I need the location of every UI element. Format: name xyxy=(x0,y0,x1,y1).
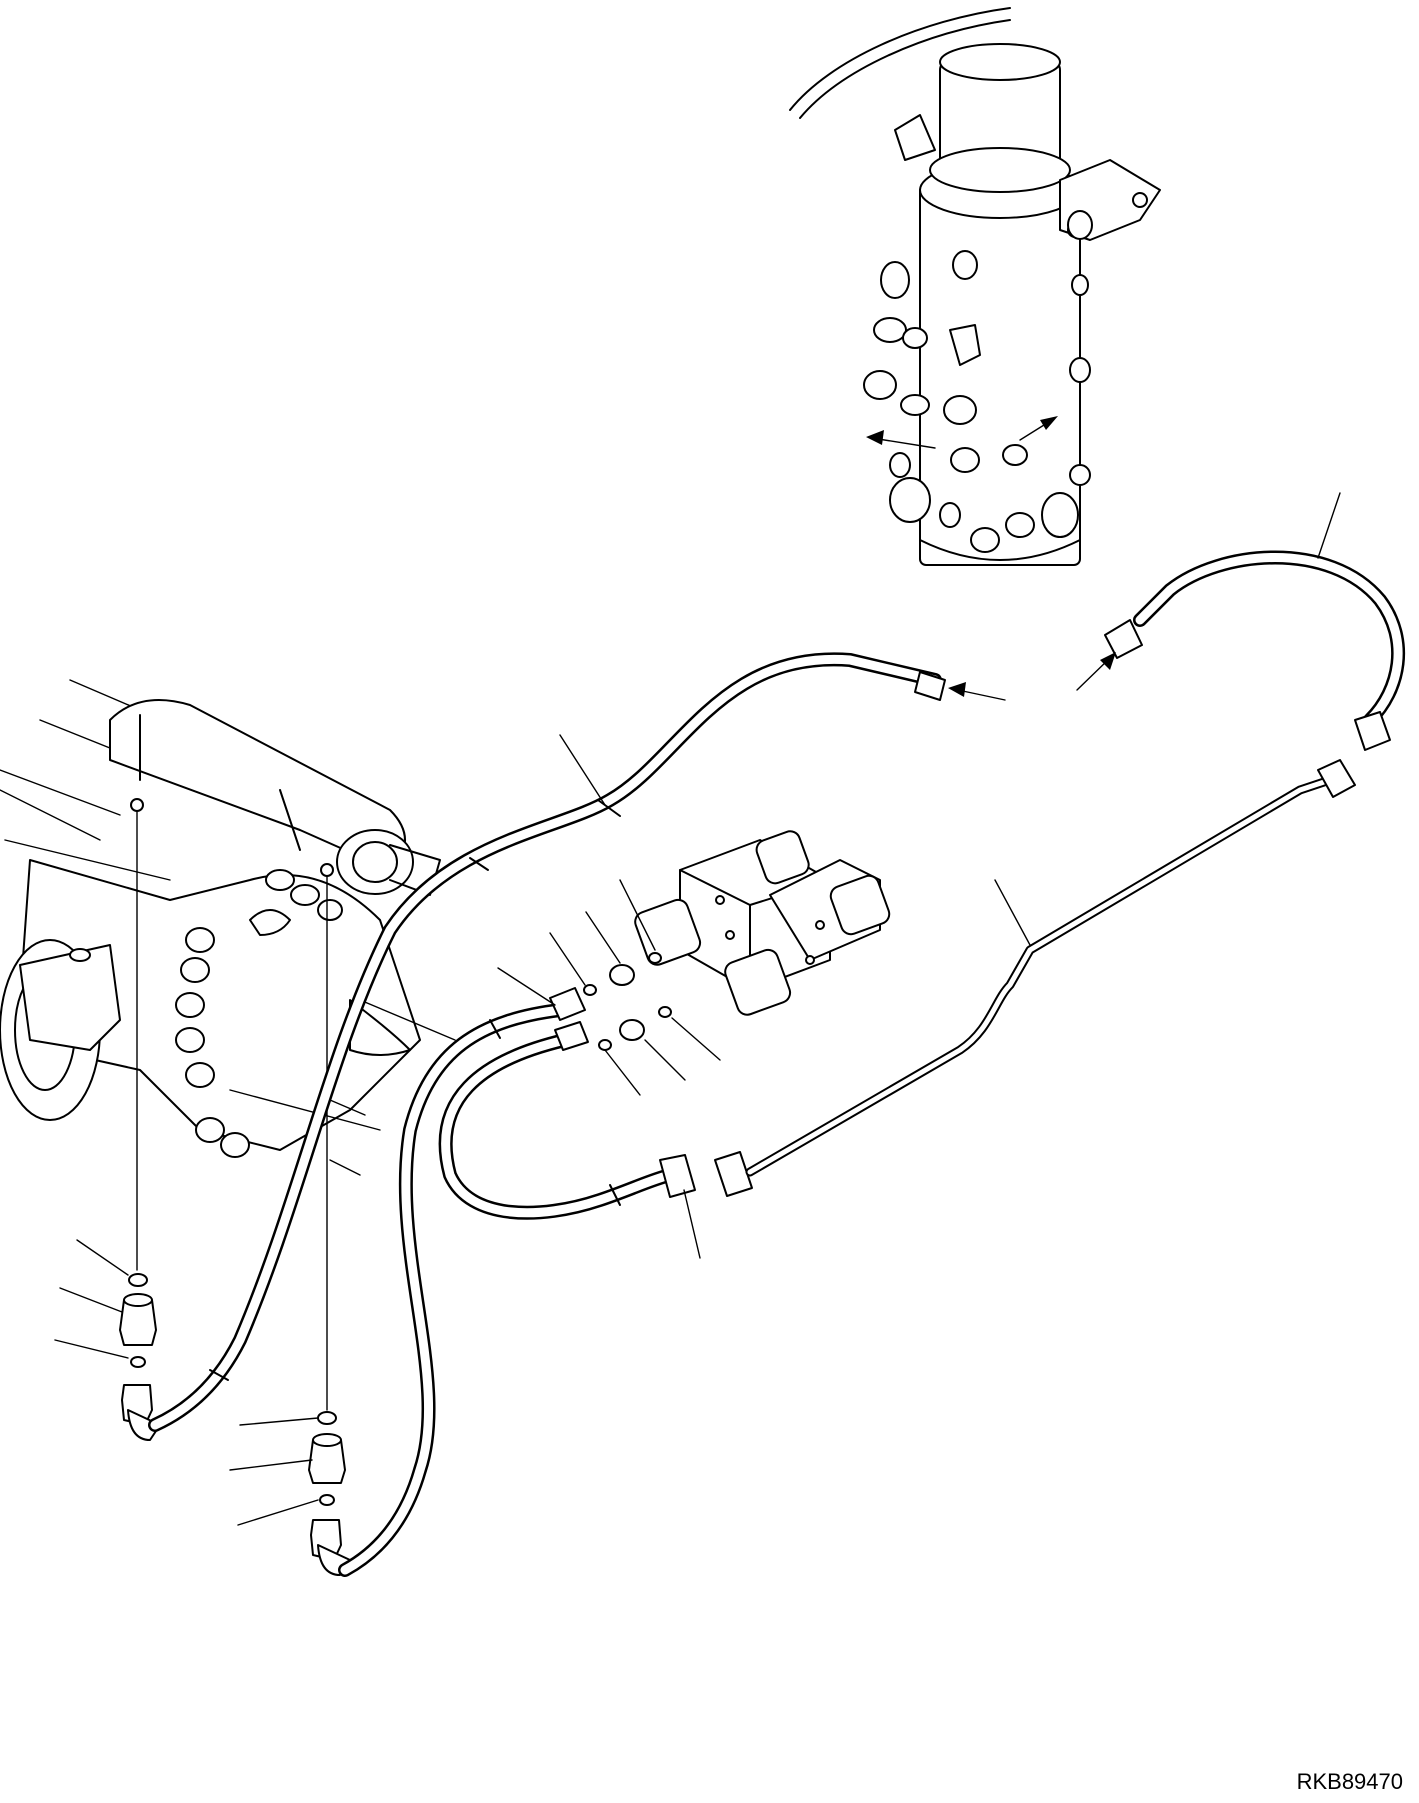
leader-line xyxy=(77,1240,128,1275)
valve-block xyxy=(20,945,120,1050)
leader-line xyxy=(684,1190,700,1258)
leader-line xyxy=(672,1018,720,1060)
valve-adapters xyxy=(550,880,720,1095)
o-ring xyxy=(599,1040,611,1050)
solenoid-coil xyxy=(632,897,702,967)
solenoid-coil xyxy=(828,873,892,937)
hose-end-fitting xyxy=(915,672,945,700)
leader-line xyxy=(240,1418,318,1425)
steel-tube xyxy=(750,760,1355,1172)
solenoid-coil xyxy=(722,947,792,1017)
leader-line xyxy=(620,880,655,950)
o-ring xyxy=(659,1007,671,1017)
fitting-stack-left xyxy=(55,1240,160,1440)
adapter-fitting xyxy=(620,1020,644,1040)
lower-connector xyxy=(660,1152,752,1258)
o-ring xyxy=(318,1412,336,1424)
hose-c xyxy=(446,1040,670,1213)
leader-line xyxy=(1318,493,1340,558)
arrow-up-right-icon xyxy=(1100,652,1116,670)
leader-line xyxy=(550,933,585,985)
hose-end-fitting xyxy=(1105,620,1142,658)
leader-line xyxy=(605,1050,640,1095)
leader-line xyxy=(560,735,605,805)
leader-line xyxy=(586,912,620,963)
leader-line xyxy=(995,880,1030,945)
fitting-stack-right xyxy=(230,1412,350,1575)
o-ring xyxy=(320,1495,334,1505)
leader-line xyxy=(230,1460,312,1470)
leader-line xyxy=(60,1288,122,1312)
arrow-up-right-icon xyxy=(1040,416,1058,430)
hose-d xyxy=(1077,493,1398,750)
leader-line xyxy=(498,968,555,1005)
leader-line xyxy=(645,1040,685,1080)
arrow-left-icon xyxy=(866,430,884,445)
swivel-joint xyxy=(790,8,1160,565)
o-ring xyxy=(584,985,596,995)
o-ring xyxy=(129,1274,147,1286)
solenoid-coil xyxy=(754,828,812,886)
travel-motor-assembly xyxy=(0,680,455,1175)
tube-nut xyxy=(1318,760,1355,797)
leader-line xyxy=(55,1340,128,1358)
adapter-fitting xyxy=(610,965,634,985)
port-fittings xyxy=(864,211,1092,552)
electrical-cable xyxy=(790,8,1010,110)
drawing-code-label: RKB89470 xyxy=(1296,1769,1403,1794)
leader-line xyxy=(238,1500,318,1525)
hose-end-fitting xyxy=(550,988,585,1020)
solenoid-valve xyxy=(632,828,892,1017)
bolt-ring xyxy=(176,870,342,1157)
hose-a xyxy=(155,659,1005,1425)
o-ring xyxy=(649,953,661,963)
hose-end-fitting xyxy=(1355,712,1390,750)
arrow-left-icon xyxy=(948,682,966,697)
hose-b xyxy=(345,1010,560,1570)
hose-end-fitting xyxy=(555,1022,588,1050)
o-ring xyxy=(131,1357,145,1367)
